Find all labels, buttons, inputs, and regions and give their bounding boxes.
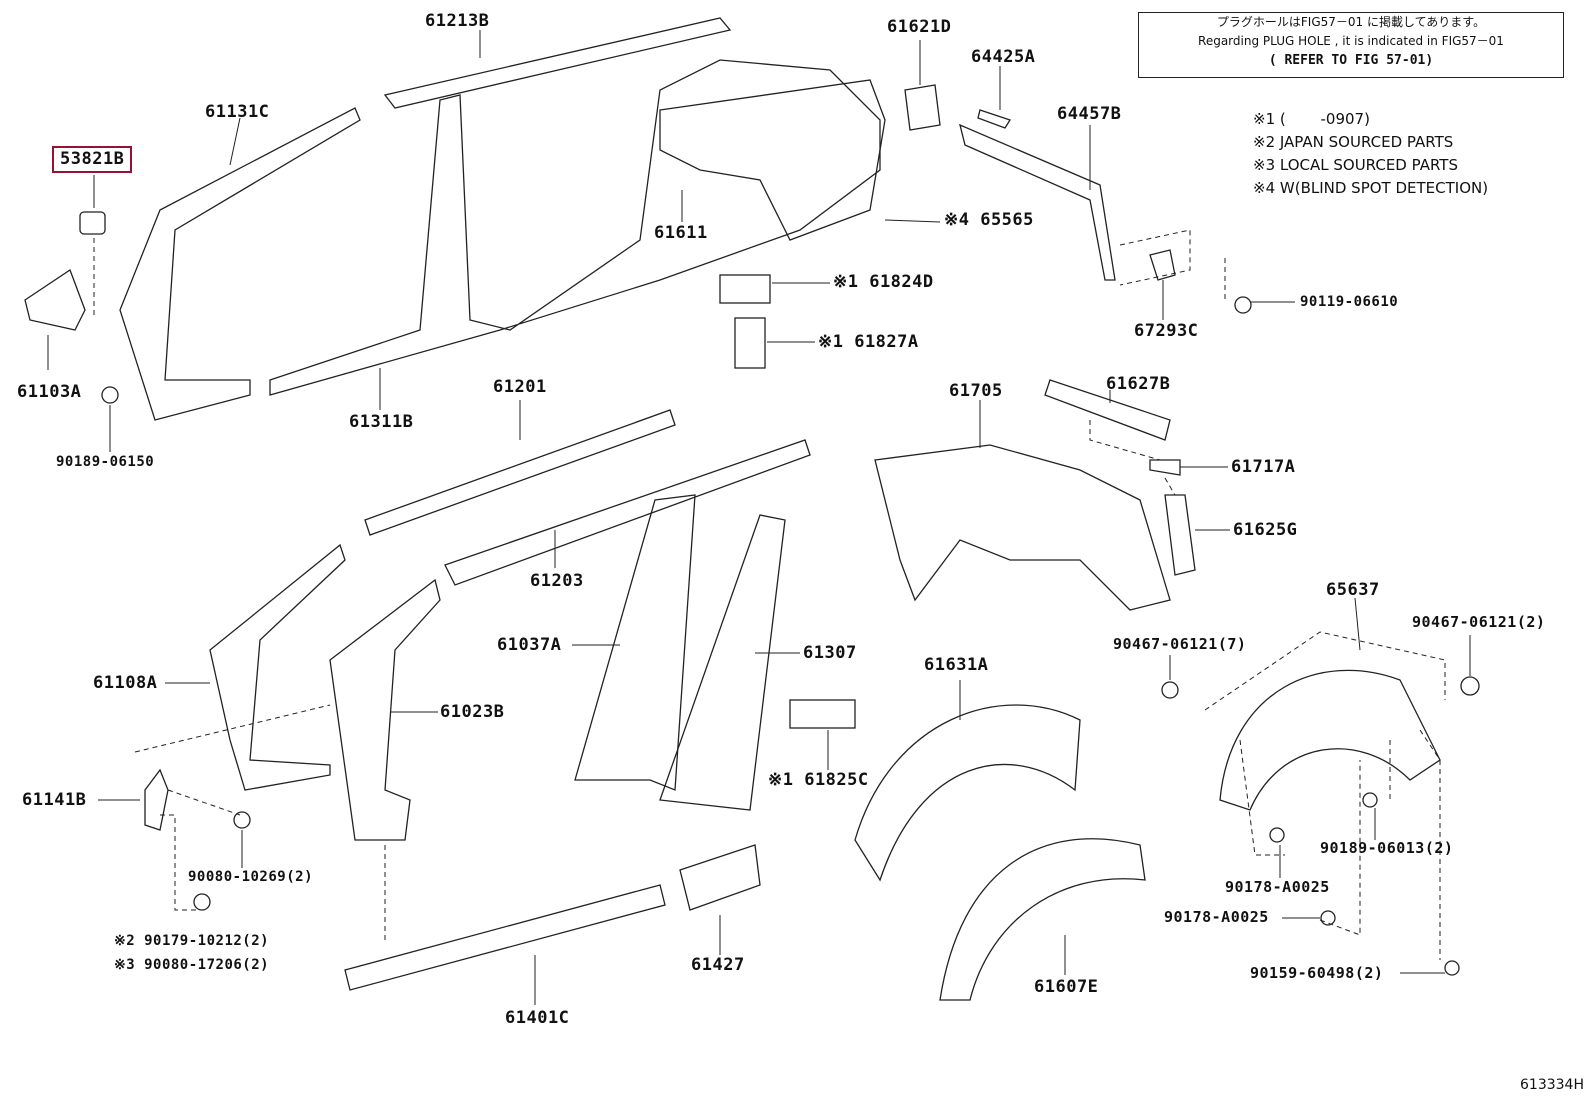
part-90189-06150	[101, 386, 119, 404]
part-label-61307[interactable]: 61307	[803, 643, 857, 663]
part-65637	[1219, 669, 1441, 811]
note-refer: ( REFER TO FIG 57-01)	[1268, 53, 1434, 68]
part-67293C	[1149, 249, 1176, 281]
part-label-61201[interactable]: 61201	[493, 377, 547, 397]
part-label-61213B[interactable]: 61213B	[425, 11, 490, 31]
part-label-61103A[interactable]: 61103A	[17, 382, 82, 402]
reference-note-box: プラグホールはFIG57－01 に掲載してあります。 Regarding PLU…	[1138, 12, 1564, 78]
part-label-61611[interactable]: 61611	[654, 223, 708, 243]
legend-item-3: ※3 LOCAL SOURCED PARTS	[1253, 156, 1458, 174]
part-label-61037A[interactable]: 61037A	[497, 635, 562, 655]
part-label-90080-17206[interactable]: ※3 90080-17206(2)	[114, 957, 270, 973]
part-label-61825C[interactable]: ※1 61825C	[768, 770, 869, 790]
part-label-61131C[interactable]: 61131C	[205, 102, 270, 122]
part-label-90178-A0025-upper[interactable]: 90178-A0025	[1225, 878, 1330, 896]
footnote-legend: ※1 ( -0907) ※2 JAPAN SOURCED PARTS ※3 LO…	[1253, 108, 1488, 200]
part-61203	[444, 439, 811, 586]
part-61307	[659, 514, 786, 811]
legend-item-1: ※1 ( -0907)	[1253, 110, 1370, 128]
part-90178-A0025a	[1269, 827, 1285, 843]
part-label-61827A[interactable]: ※1 61827A	[818, 332, 919, 352]
part-90080-10269	[233, 811, 251, 829]
part-label-61141B[interactable]: 61141B	[22, 790, 87, 810]
note-english: Regarding PLUG HOLE , it is indicated in…	[1198, 34, 1504, 48]
part-quarter-panel	[659, 79, 886, 241]
part-61141B	[144, 768, 169, 831]
part-label-61621D[interactable]: 61621D	[887, 17, 952, 37]
note-japanese: プラグホールはFIG57－01 に掲載してあります。	[1216, 15, 1486, 29]
part-label-61625G[interactable]: 61625G	[1233, 520, 1298, 540]
part-61631A	[854, 704, 1081, 882]
part-61037A	[574, 494, 696, 791]
part-label-64457B[interactable]: 64457B	[1057, 104, 1122, 124]
part-label-90189-06150[interactable]: 90189-06150	[56, 454, 155, 470]
legend-item-4: ※4 W(BLIND SPOT DETECTION)	[1253, 179, 1489, 197]
part-front-pillar	[119, 107, 361, 421]
part-61427	[679, 844, 761, 911]
part-label-61427[interactable]: 61427	[691, 955, 745, 975]
part-90467-06121-7	[1161, 681, 1179, 699]
part-label-61203[interactable]: 61203	[530, 571, 584, 591]
part-label-61311B[interactable]: 61311B	[349, 412, 414, 432]
part-61607E	[939, 838, 1146, 1001]
part-90159-60498	[1444, 960, 1460, 976]
part-61625G	[1164, 494, 1196, 576]
part-roof-rail	[383, 17, 732, 109]
part-90119-06610	[1234, 296, 1252, 314]
part-61827A	[734, 317, 766, 369]
part-label-90080-10269[interactable]: 90080-10269(2)	[188, 869, 314, 885]
part-label-64425A[interactable]: 64425A	[971, 47, 1036, 67]
part-label-65637[interactable]: 65637	[1326, 580, 1380, 600]
part-61717A	[1149, 459, 1181, 476]
part-61108A	[209, 543, 346, 791]
part-label-90189-06013[interactable]: 90189-06013(2)	[1320, 839, 1454, 857]
part-label-61717A[interactable]: 61717A	[1231, 457, 1296, 477]
part-61825C	[789, 699, 856, 729]
part-61627B	[1044, 379, 1171, 441]
part-61023B	[329, 578, 441, 841]
part-label-61108A[interactable]: 61108A	[93, 673, 158, 693]
figure-number: 613334H	[1520, 1077, 1584, 1093]
part-label-67293C[interactable]: 67293C	[1134, 321, 1199, 341]
part-label-90179-10212[interactable]: ※2 90179-10212(2)	[114, 933, 270, 949]
part-label-61824D[interactable]: ※1 61824D	[833, 272, 934, 292]
part-label-90178-A0025-lower[interactable]: 90178-A0025	[1164, 908, 1269, 926]
part-90467-06121-2	[1460, 676, 1480, 696]
part-label-65565[interactable]: ※4 65565	[944, 210, 1034, 230]
part-53821B	[79, 211, 106, 235]
part-label-61627B[interactable]: 61627B	[1106, 374, 1171, 394]
part-label-61607E[interactable]: 61607E	[1034, 977, 1099, 997]
part-61103A	[24, 269, 86, 331]
part-label-61023B[interactable]: 61023B	[440, 702, 505, 722]
part-90179-10212	[193, 893, 211, 911]
part-label-61401C[interactable]: 61401C	[505, 1008, 570, 1028]
part-label-61631A[interactable]: 61631A	[924, 655, 989, 675]
part-label-53821B[interactable]: 53821B	[52, 146, 133, 173]
part-61705	[874, 444, 1171, 611]
part-label-90159-60498[interactable]: 90159-60498(2)	[1250, 964, 1384, 982]
part-61621D	[904, 84, 941, 131]
part-side-outer-frame	[269, 59, 881, 396]
part-label-90467-06121-2[interactable]: 90467-06121(2)	[1412, 613, 1546, 631]
part-64425A	[977, 109, 1011, 129]
part-61401C	[344, 884, 666, 991]
legend-item-2: ※2 JAPAN SOURCED PARTS	[1253, 133, 1454, 151]
part-61824D	[719, 274, 771, 304]
part-61201	[364, 409, 676, 536]
part-label-90467-06121-7[interactable]: 90467-06121(7)	[1113, 635, 1247, 653]
part-label-90119-06610[interactable]: 90119-06610	[1300, 294, 1399, 310]
part-64457B	[959, 123, 1116, 281]
part-90189-06013	[1362, 792, 1378, 808]
part-label-61705[interactable]: 61705	[949, 381, 1003, 401]
part-90178-A0025b	[1320, 910, 1336, 926]
